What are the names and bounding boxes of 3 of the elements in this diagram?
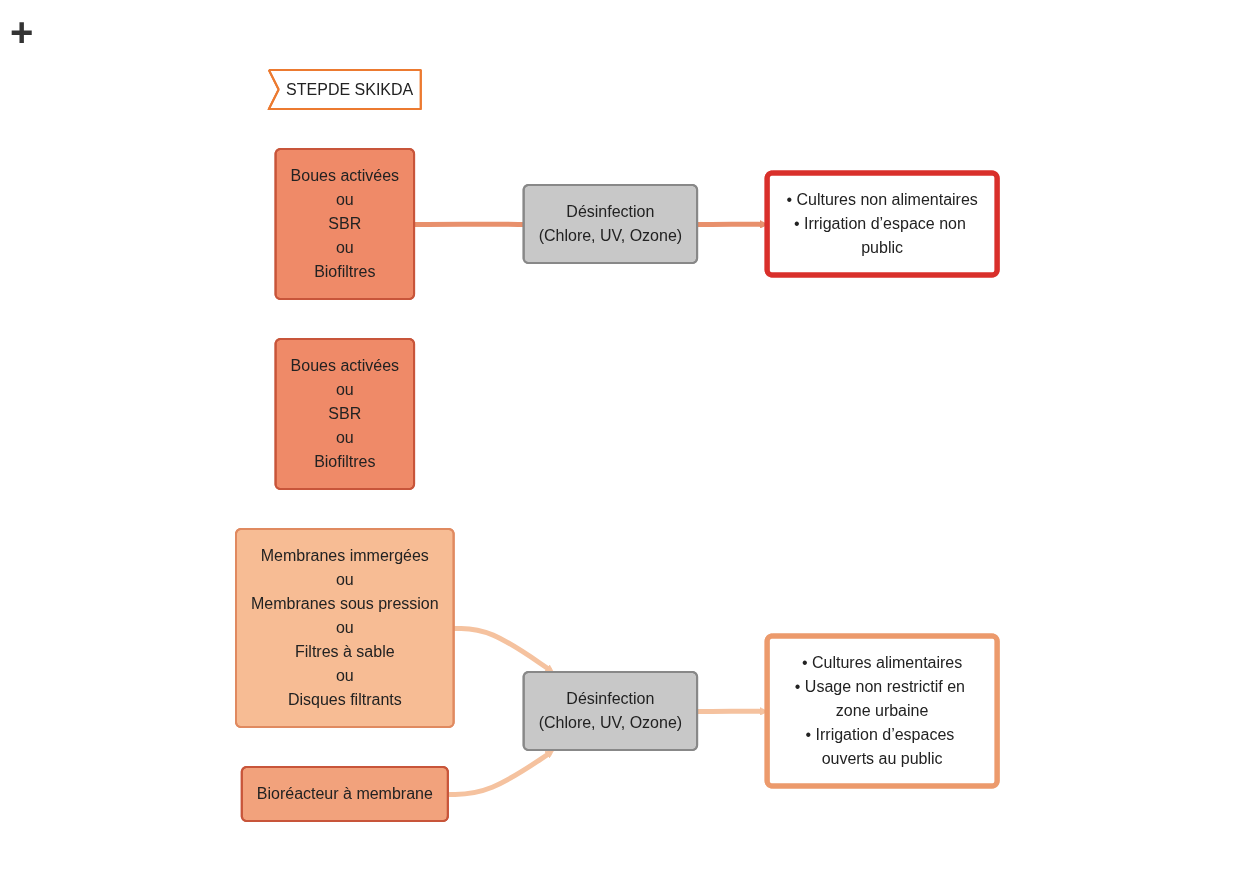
arrow <box>448 750 554 797</box>
arrow <box>454 625 554 673</box>
plus-sign: + <box>10 10 34 55</box>
